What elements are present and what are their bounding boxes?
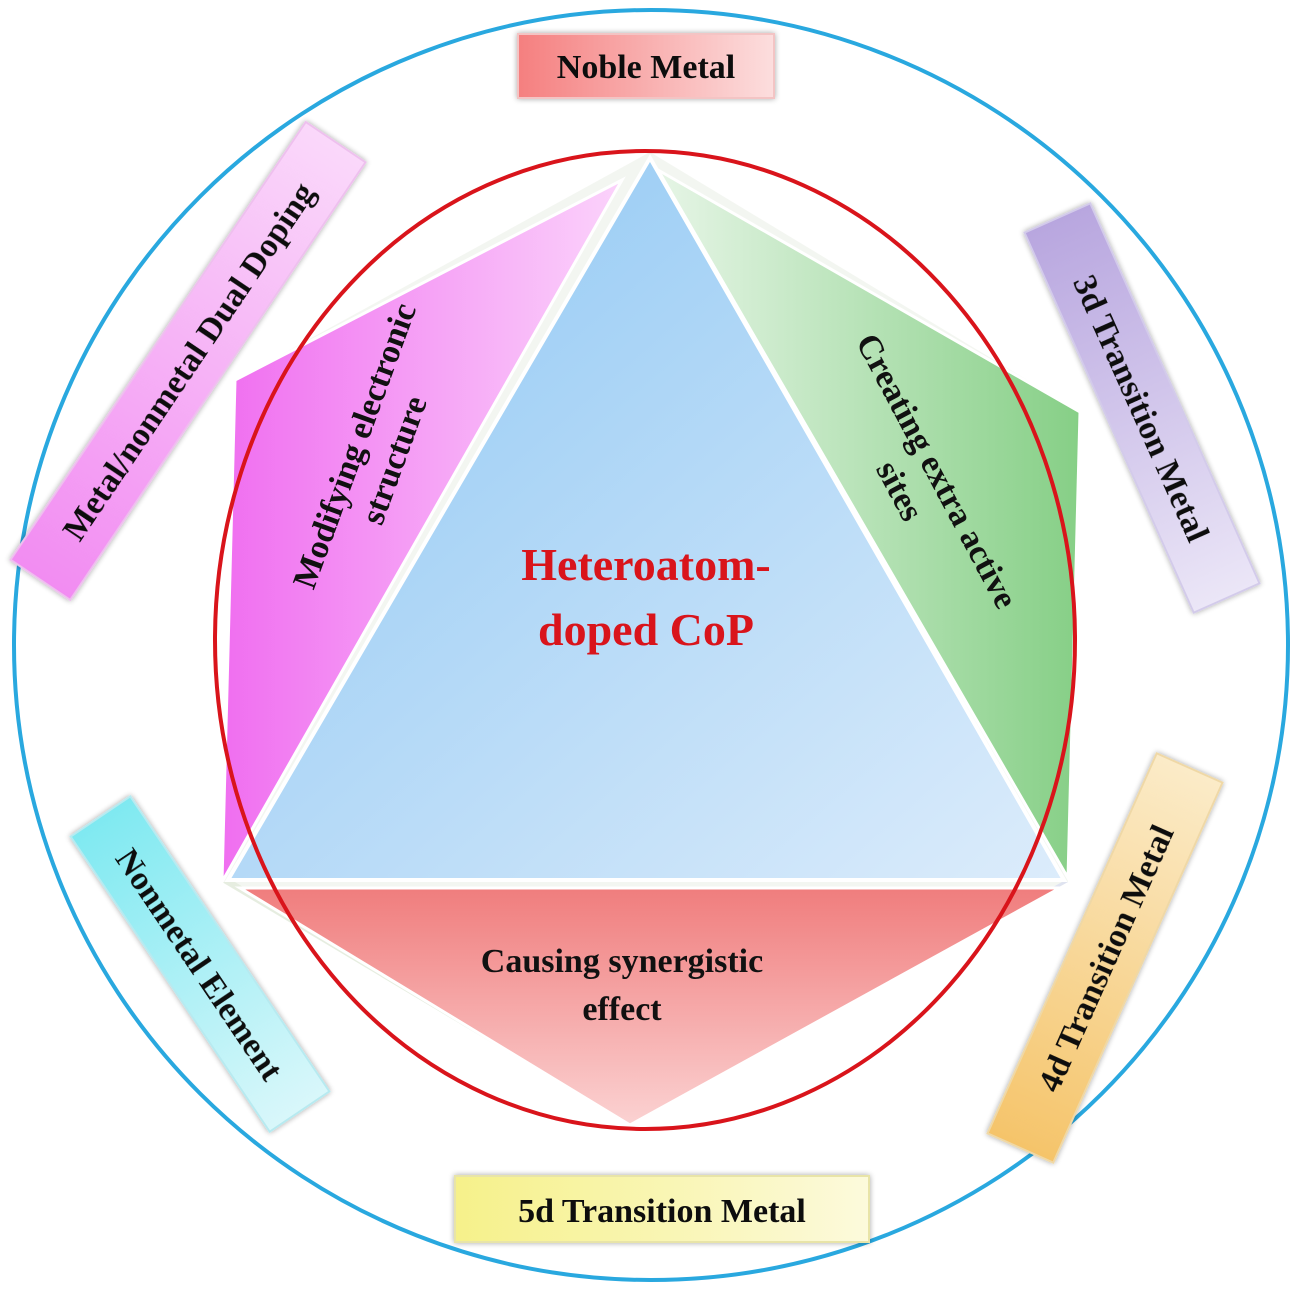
center-title-line2: doped CoP xyxy=(538,604,754,655)
center-title-line1: Heteroatom- xyxy=(521,539,770,590)
noble-metal-box: Noble Metal xyxy=(517,33,775,99)
inner-ring xyxy=(213,149,1077,1131)
synergistic-effect-panel xyxy=(234,886,1061,1127)
synergistic-effect-line2: effect xyxy=(582,991,662,1028)
noble-metal-label: Noble Metal xyxy=(557,49,735,86)
center-triangle xyxy=(224,154,1068,882)
5d-transition-metal-label: 5d Transition Metal xyxy=(518,1193,806,1230)
5d-transition-metal-box: 5d Transition Metal xyxy=(454,1175,870,1243)
synergistic-effect-line1: Causing synergistic xyxy=(481,943,763,980)
electronic-structure-panel xyxy=(220,176,626,883)
